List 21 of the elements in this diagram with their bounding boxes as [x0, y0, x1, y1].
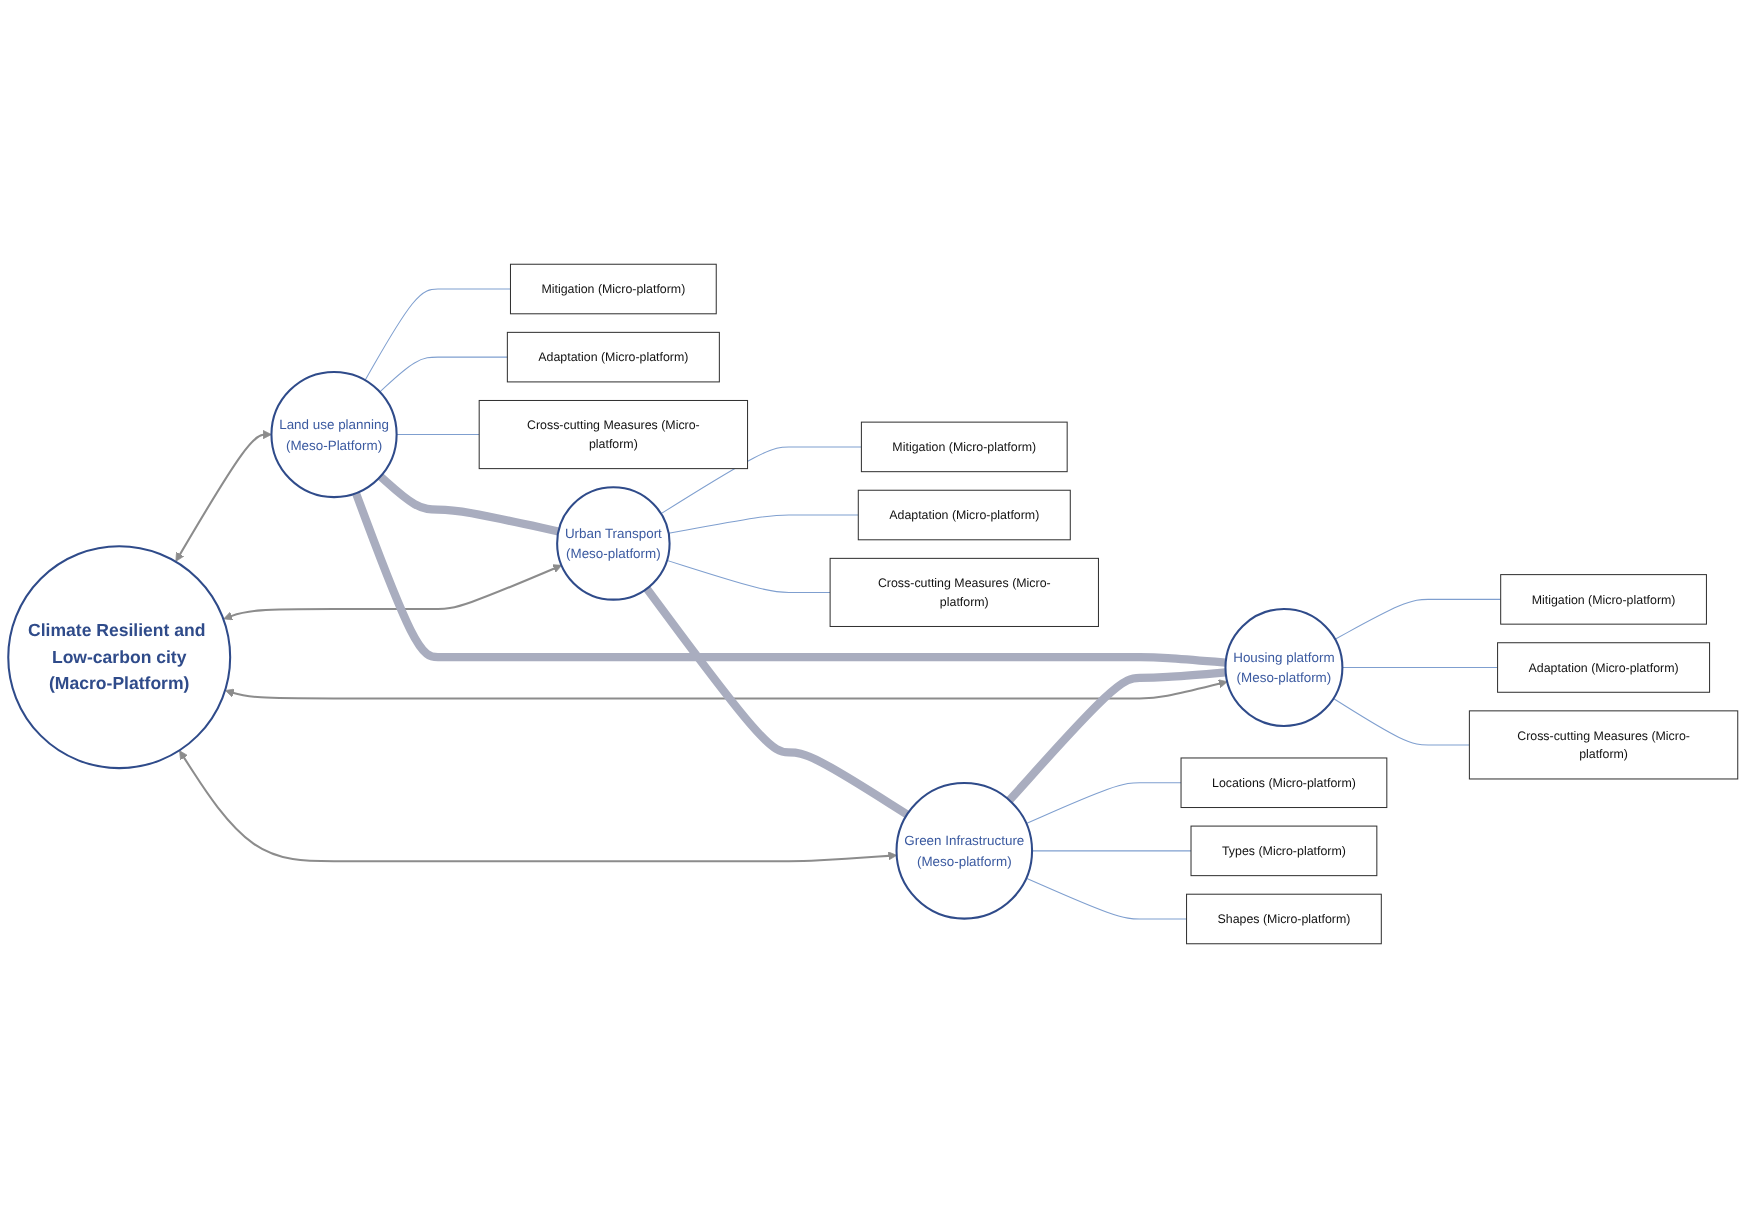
connector [660, 446, 862, 515]
connector [1334, 598, 1502, 640]
connector [1025, 877, 1188, 920]
connector [1341, 667, 1499, 668]
arrow [225, 679, 1228, 700]
connector [1025, 782, 1182, 825]
connector [668, 514, 859, 534]
arrow [179, 750, 898, 863]
node-circle: Climate Resilient and Low-carbon city (Macro-Platform) [7, 545, 232, 770]
connector [643, 586, 910, 818]
arrow [175, 430, 272, 562]
connector [1031, 850, 1192, 852]
connector [377, 473, 560, 536]
connector [1006, 668, 1226, 804]
arrow [223, 564, 562, 621]
connector [1332, 698, 1470, 746]
connector [666, 559, 831, 593]
connector [396, 434, 480, 436]
connector [364, 288, 511, 381]
connector [379, 356, 508, 393]
connector [352, 491, 1226, 667]
